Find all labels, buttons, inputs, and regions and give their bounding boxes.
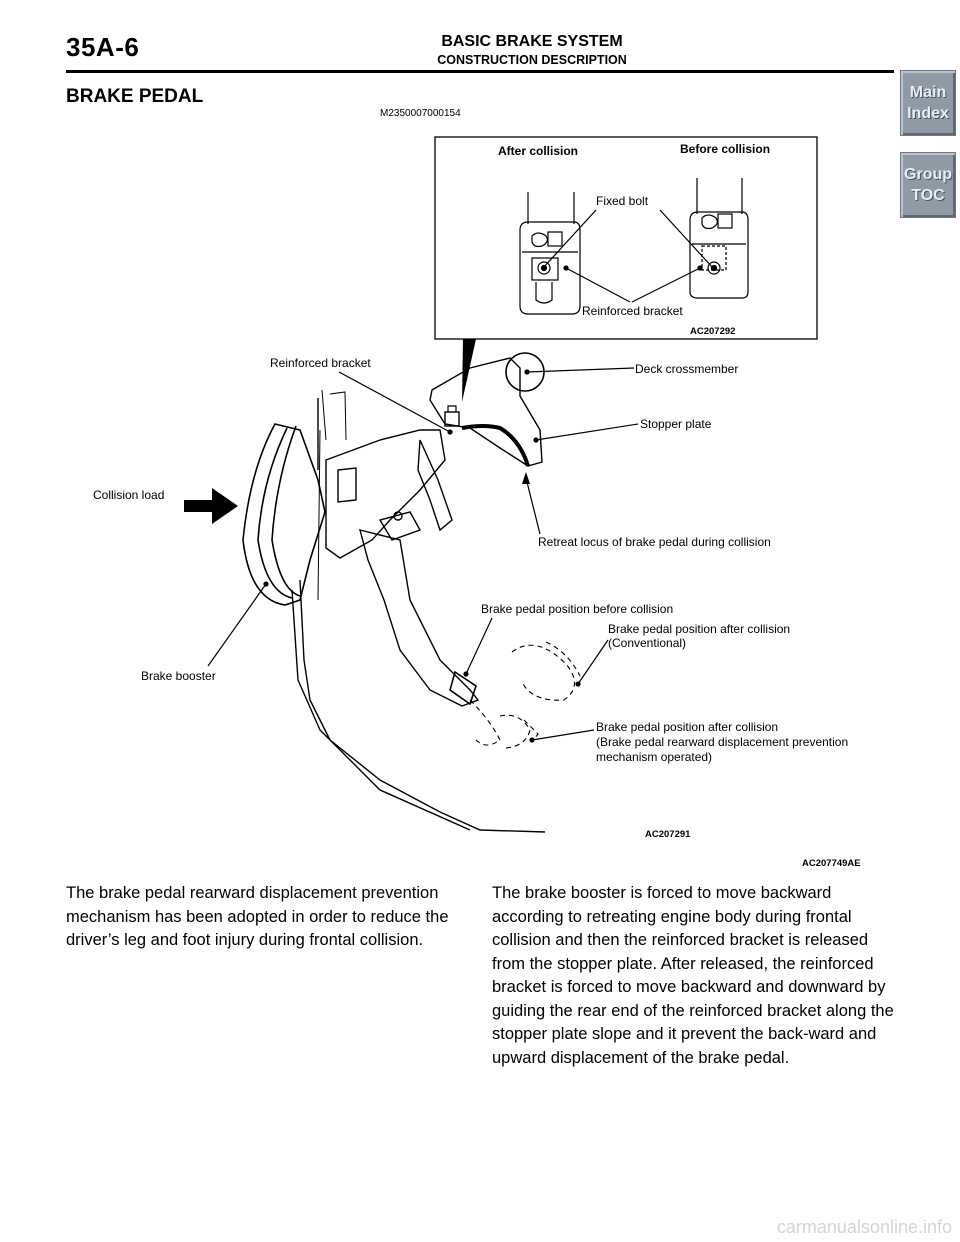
inset-fixed-bolt-label: Fixed bolt (596, 194, 649, 208)
brake-pedal-figure: After collision Before collision Fixed b… (93, 136, 861, 869)
label-reinforced-bracket: Reinforced bracket (270, 356, 371, 370)
brake-pedal-diagram (184, 136, 818, 833)
leader-brake-booster (207, 583, 267, 667)
leader-pedal-after-mech (531, 729, 595, 741)
leader-bracket-before (631, 267, 701, 303)
label-pedal-after-conv-1: Brake pedal position after collision (608, 622, 791, 636)
label-stopper-plate: Stopper plate (640, 417, 712, 431)
page-number: 35A-6 (66, 32, 140, 62)
stopper-plate-curve (461, 424, 530, 467)
inset-after-label: After collision (498, 144, 579, 158)
body-text-left: The brake pedal rearward displacement pr… (66, 884, 449, 949)
leader-reinforced-bracket (338, 371, 451, 433)
main-index-label-2: Index (907, 105, 949, 122)
label-brake-booster: Brake booster (141, 669, 216, 683)
inset-reinforced-bracket-label: Reinforced bracket (582, 304, 683, 318)
leader-stopper-plate (535, 423, 639, 441)
inset-before-label: Before collision (680, 142, 771, 156)
collision-load-arrow (184, 488, 238, 524)
doc-title: BASIC BRAKE SYSTEM (441, 33, 623, 50)
brake-booster (242, 389, 347, 606)
label-collision-load: Collision load (93, 488, 165, 502)
figure-code-main: AC207291 (645, 829, 691, 840)
group-toc-label-1: Group (904, 166, 952, 183)
label-pedal-after-conv-2: (Conventional) (608, 636, 687, 650)
watermark: carmanualsonline.info (776, 1217, 952, 1237)
section-heading: BRAKE PEDAL (66, 86, 204, 107)
label-pedal-before: Brake pedal position before collision (481, 602, 674, 616)
label-deck-crossmember: Deck crossmember (635, 362, 739, 376)
label-pedal-after-mech-1: Brake pedal position after collision (596, 720, 779, 734)
group-toc-label-2: TOC (911, 187, 945, 204)
group-toc-button[interactable]: Group TOC (900, 152, 956, 218)
inset-code: AC207292 (690, 326, 736, 337)
label-pedal-after-mech-3: mechanism operated) (596, 750, 713, 764)
label-pedal-after-mech-2: (Brake pedal rearward displacement preve… (596, 735, 849, 749)
header-rule (66, 70, 894, 73)
leader-pedal-after-conv (577, 639, 609, 685)
leader-retreat-locus (525, 477, 541, 535)
leader-deck-crossmember (526, 367, 635, 373)
leader-bracket-after (565, 267, 631, 303)
doc-id: M2350007000154 (380, 108, 461, 119)
leader-pedal-before (465, 617, 493, 675)
leader-fixed-bolt-before (659, 209, 714, 269)
doc-subtitle: CONSTRUCTION DESCRIPTION (437, 53, 627, 67)
pedal-assembly (291, 398, 546, 833)
pedal-after-dashed (469, 641, 581, 749)
deck-crossmember (505, 352, 545, 392)
body-text-right: The brake booster is forced to move back… (492, 884, 894, 1067)
main-index-label-1: Main (909, 84, 947, 101)
inset-before-assembly (689, 178, 749, 299)
label-retreat-locus: Retreat locus of brake pedal during coll… (538, 535, 771, 549)
figure-code-overall: AC207749AE (802, 858, 861, 869)
main-index-button[interactable]: Main Index (900, 70, 956, 136)
leader-fixed-bolt-after (542, 209, 597, 269)
inset-after-assembly (519, 192, 581, 315)
inset-frame (434, 136, 818, 340)
callout-wedge (462, 339, 476, 402)
